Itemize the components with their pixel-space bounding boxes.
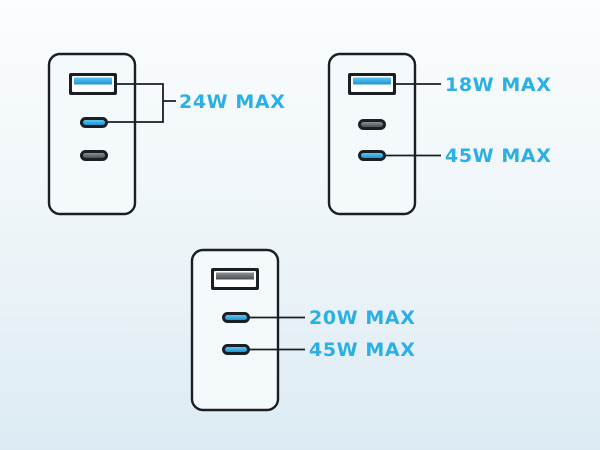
charger-1-usb-a-port (69, 73, 117, 95)
charger-2-bottom-label: 45W MAX (445, 145, 551, 167)
charger-1-label: 24W MAX (179, 91, 285, 113)
charger-2-usb-a-port (348, 73, 396, 95)
charger-2-top-label: 18W MAX (445, 74, 551, 96)
charger-1: 24W MAX (47, 52, 285, 216)
charger-2-usb-c-port-2 (358, 150, 386, 161)
charger-3-usb-c-port-1 (222, 312, 250, 323)
charger-3-usb-c-port-2 (222, 344, 250, 355)
charger-1-bracket-connector (108, 83, 176, 123)
charger-1-usb-c-port-2 (80, 150, 108, 161)
charger-2: 18W MAX 45W MAX (327, 52, 551, 216)
charger-3-usb-a-port (211, 268, 259, 290)
charger-3-bottom-label: 45W MAX (309, 339, 415, 361)
charger-2-usb-c-port-1 (358, 119, 386, 130)
charger-3: 20W MAX 45W MAX (190, 248, 415, 412)
charger-1-usb-c-port-1 (80, 117, 108, 128)
charger-3-top-label: 20W MAX (309, 307, 415, 329)
